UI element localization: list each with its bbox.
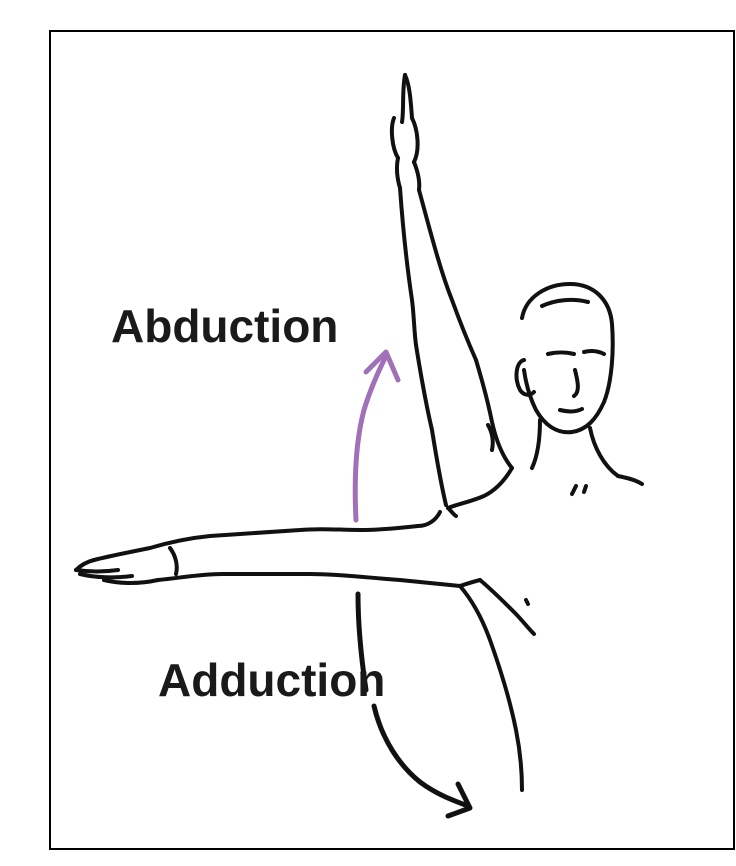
horizontal-arm — [76, 526, 480, 586]
adduction-label: Adduction — [158, 657, 385, 703]
abduction-arrow — [355, 352, 398, 520]
raised-arm — [392, 75, 512, 505]
torso — [418, 468, 642, 790]
head — [517, 284, 618, 494]
abduction-label: Abduction — [111, 303, 338, 349]
